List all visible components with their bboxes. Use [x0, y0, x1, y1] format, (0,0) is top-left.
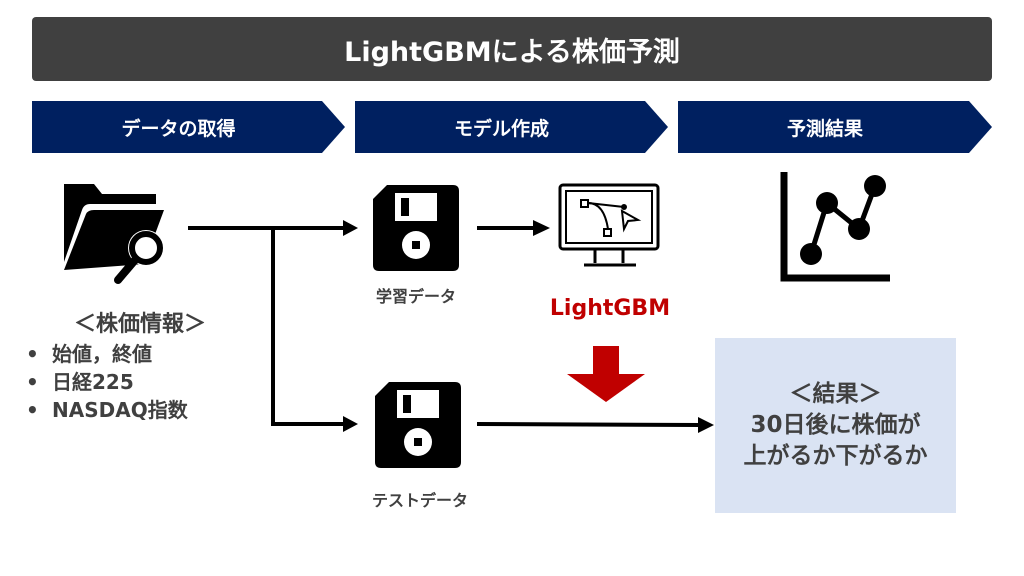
stock-info-list: 始値，終値 日経225 NASDAQ指数: [26, 340, 188, 424]
arrowhead-to-test: [343, 416, 358, 432]
chevron-shape: [678, 101, 992, 153]
result-box: ＜結果＞ 30日後に株価が 上がるか下がるか: [715, 338, 956, 513]
result-heading: ＜結果＞: [789, 381, 882, 407]
chevron-shape: [32, 101, 345, 153]
folder-search-icon: [64, 184, 164, 284]
arrowhead-to-model: [533, 220, 550, 236]
step-data-acquisition: データの取得: [32, 101, 345, 153]
step-label: モデル作成: [453, 117, 549, 140]
floppy-disk-icon: [373, 185, 459, 271]
arrowhead-to-training: [343, 220, 358, 236]
page-title: LightGBMによる株価予測: [32, 17, 992, 81]
step-prediction-result: 予測結果: [678, 101, 992, 153]
step-label: データの取得: [121, 117, 236, 140]
step-label: 予測結果: [786, 117, 863, 140]
arrowhead-to-result: [698, 417, 714, 433]
result-line-1: 30日後に株価が: [750, 412, 921, 438]
stock-info-item: NASDAQ指数: [26, 396, 188, 424]
stock-info-heading: ＜株価情報＞: [73, 312, 206, 337]
test-data-label: テストデータ: [371, 491, 468, 510]
step-model-creation: モデル作成: [355, 101, 668, 153]
stock-info-item: 始値，終値: [26, 340, 188, 368]
page-title-text: LightGBMによる株価予測: [344, 36, 680, 68]
red-down-arrow-icon: [567, 346, 645, 402]
floppy-disk-icon: [375, 382, 461, 468]
split-connector: [188, 226, 345, 426]
line-chart-icon: [780, 172, 890, 282]
training-data-label: 学習データ: [375, 287, 456, 306]
monitor-bezier-icon: [558, 183, 660, 267]
model-label: LightGBM: [549, 296, 671, 321]
chevron-shape: [355, 101, 668, 153]
result-line-2: 上がるか下がるか: [743, 443, 928, 469]
arrow-test-to-result: [476, 422, 701, 427]
stock-info-item: 日経225: [26, 368, 188, 396]
